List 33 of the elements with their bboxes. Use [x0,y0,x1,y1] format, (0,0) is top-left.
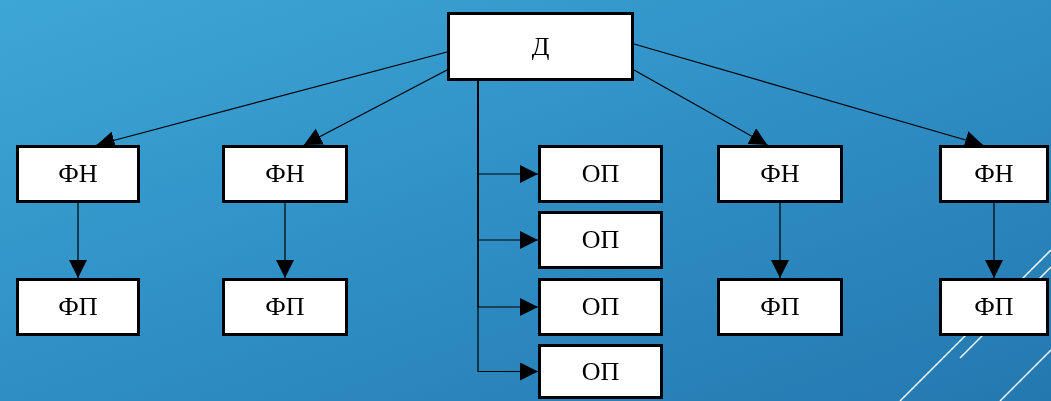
process-box [16,278,140,336]
process-box [538,145,663,203]
process-box [222,278,348,336]
box-label: ФН [58,159,98,189]
box-label: ФН [265,159,305,189]
process-box [538,278,663,336]
process-box [939,278,1049,336]
box-label: ФП [58,292,98,322]
box-label: ОП [581,159,620,189]
arrow [771,202,789,279]
process-box [717,145,843,203]
box-label: Д [531,31,550,62]
box-label: ОП [581,225,620,255]
process-box [447,12,634,81]
process-box [939,145,1049,203]
box-label: ОП [581,292,620,322]
arrow [303,69,448,146]
process-box [16,145,140,203]
process-box [538,344,663,399]
box-label: ОП [581,356,620,387]
box-label: ФП [265,292,305,322]
box-label: ФП [974,292,1014,322]
process-box [222,145,348,203]
process-box [717,278,843,336]
arrow [69,202,87,279]
arrow [477,80,539,381]
box-label: ФН [974,159,1014,189]
box-label: ФП [760,292,800,322]
arrow [985,202,1003,279]
box-label: ФН [760,159,800,189]
arrow [276,202,294,279]
arrow [633,69,768,146]
process-box [538,211,663,269]
